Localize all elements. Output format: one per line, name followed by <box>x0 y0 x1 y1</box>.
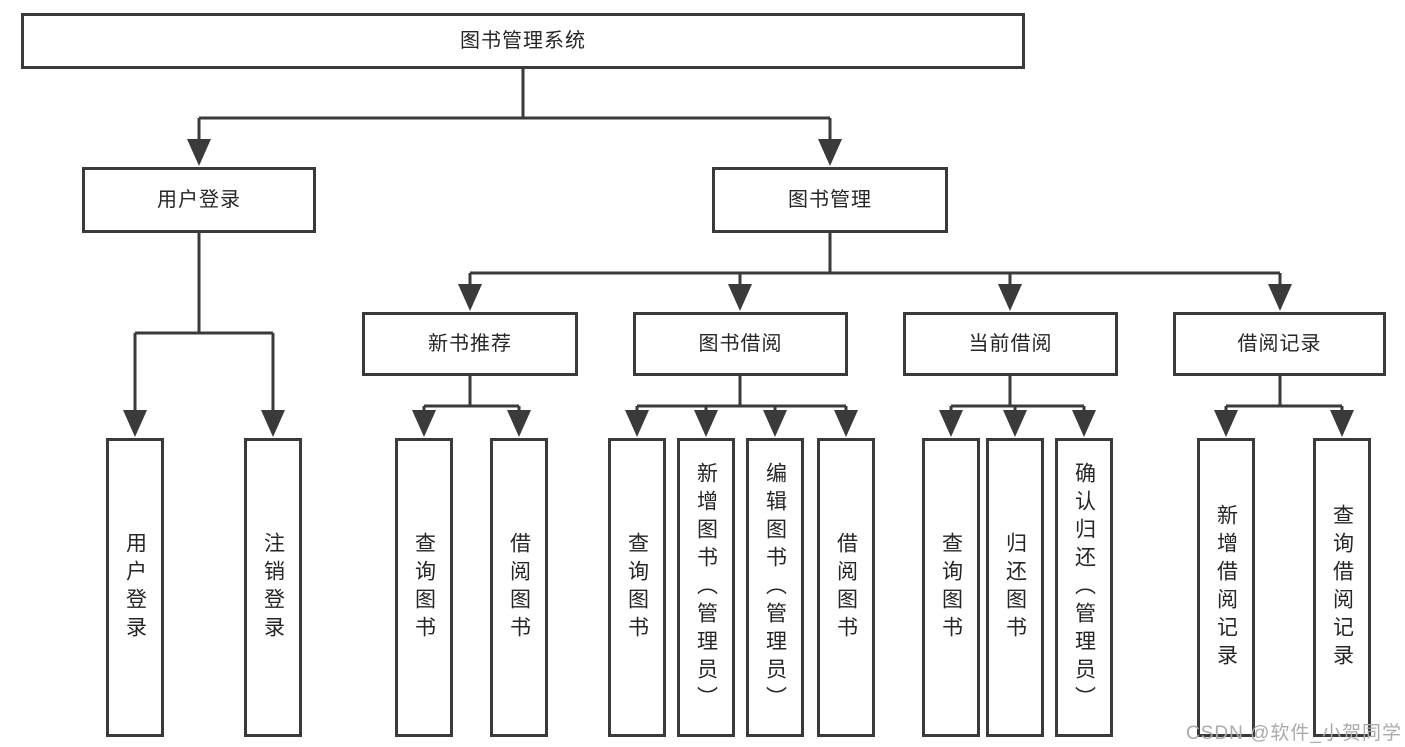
arrowhead <box>1003 410 1027 437</box>
node-newbooks-query-books: 查询图书 <box>395 438 453 737</box>
edges-current-borrow <box>939 376 1096 437</box>
arrowhead <box>458 284 482 311</box>
arrowhead <box>261 410 285 437</box>
arrowhead <box>939 410 963 437</box>
node-user-login: 用户登录 <box>82 167 316 233</box>
arrowhead <box>834 410 858 437</box>
csdn-watermark: CSDN @软件_小贺同学 <box>1186 723 1402 744</box>
arrowhead <box>998 284 1022 311</box>
edges-root <box>187 69 842 166</box>
arrowhead <box>728 284 752 311</box>
node-book-borrow: 图书借阅 <box>633 312 848 376</box>
node-logout: 注销登录 <box>244 438 302 737</box>
arrowhead <box>1214 410 1238 437</box>
node-borrow-query-books: 查询图书 <box>608 438 666 737</box>
edges-user-login <box>123 233 285 437</box>
node-borrow-records: 借阅记录 <box>1173 312 1386 376</box>
arrowhead <box>1072 410 1096 437</box>
node-login-do: 用户登录 <box>106 438 164 737</box>
arrowhead <box>187 139 211 166</box>
node-current-confirm-return-admin: 确认归还（管理员） <box>1055 438 1113 737</box>
node-current-return-books: 归还图书 <box>986 438 1044 737</box>
node-borrow-borrow-books: 借阅图书 <box>817 438 875 737</box>
node-root: 图书管理系统 <box>21 13 1025 69</box>
node-newbooks-borrow-books: 借阅图书 <box>490 438 548 737</box>
edges-book-mgmt <box>458 233 1292 311</box>
arrowhead <box>412 410 436 437</box>
node-borrow-add-books-admin: 新增图书（管理员） <box>677 438 735 737</box>
edges-book-borrow <box>625 376 858 437</box>
arrowhead <box>507 410 531 437</box>
arrowhead <box>818 139 842 166</box>
arrowhead <box>625 410 649 437</box>
arrowhead <box>694 410 718 437</box>
arrowhead <box>123 410 147 437</box>
arrowhead <box>1330 410 1354 437</box>
node-current-query-books: 查询图书 <box>922 438 980 737</box>
arrowhead <box>763 410 787 437</box>
node-records-query-record: 查询借阅记录 <box>1313 438 1371 737</box>
node-book-mgmt: 图书管理 <box>712 167 948 233</box>
node-new-books: 新书推荐 <box>362 312 578 376</box>
node-records-add-record: 新增借阅记录 <box>1197 438 1255 737</box>
node-borrow-edit-books-admin: 编辑图书（管理员） <box>746 438 804 737</box>
edges-borrow-records <box>1214 376 1354 437</box>
arrowhead <box>1268 284 1292 311</box>
node-current-borrow: 当前借阅 <box>903 312 1118 376</box>
edges-new-books <box>412 376 531 437</box>
